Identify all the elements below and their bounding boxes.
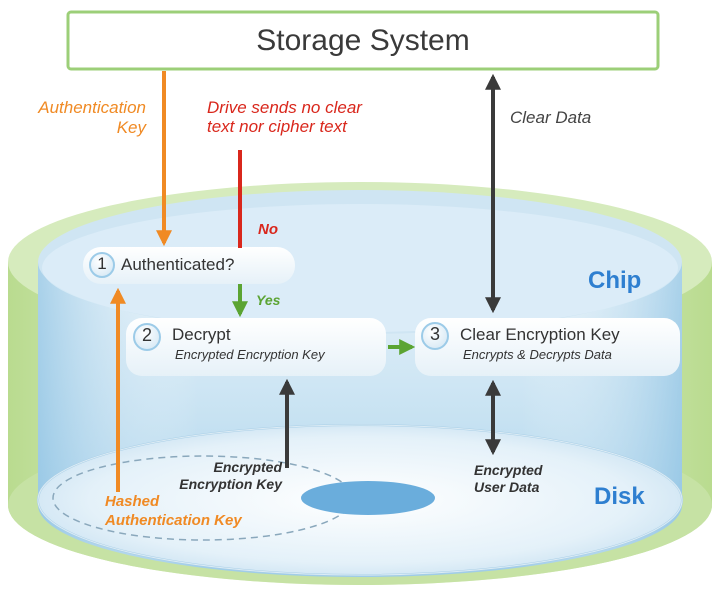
encrypted-user-data-line2: User Data bbox=[474, 479, 540, 495]
storage-system-title: Storage System bbox=[256, 24, 470, 57]
chip-top-inner bbox=[42, 204, 678, 332]
encrypted-user-data-line1: Encrypted bbox=[474, 462, 543, 478]
step1-pill bbox=[83, 247, 295, 284]
step3-number: 3 bbox=[429, 324, 440, 344]
encrypted-encryption-key-line1: Encrypted bbox=[213, 459, 282, 475]
step2-pill bbox=[126, 318, 386, 376]
encrypted-encryption-key-line2: Encryption Key bbox=[179, 476, 282, 492]
step2-number: 2 bbox=[141, 325, 152, 345]
step1-circle bbox=[89, 252, 115, 278]
step3-subtitle: Encrypts & Decrypts Data bbox=[463, 347, 612, 362]
disk-floor-edge bbox=[37, 424, 683, 576]
authentication-key-line1: Authentication bbox=[38, 98, 146, 117]
yes-label: Yes bbox=[256, 292, 281, 308]
authentication-key-line2: Key bbox=[116, 118, 146, 137]
step2-circle bbox=[133, 323, 161, 351]
disk-spindle bbox=[301, 481, 435, 515]
hashed-authentication-key-label: Hashed Authentication Key bbox=[105, 492, 242, 530]
step2-title: Decrypt bbox=[172, 325, 231, 344]
drive-note-label: Drive sends no clear text nor cipher tex… bbox=[207, 98, 362, 136]
hashed-authentication-key-line2: Authentication Key bbox=[105, 512, 242, 529]
drive-note-line2: text nor cipher text bbox=[207, 117, 347, 136]
step3-title: Clear Encryption Key bbox=[460, 325, 620, 344]
disk-label: Disk bbox=[594, 483, 645, 510]
chip-label: Chip bbox=[588, 267, 642, 294]
encrypted-user-data-label: Encrypted User Data bbox=[474, 462, 542, 496]
step1-title: Authenticated? bbox=[121, 255, 235, 274]
step1-number: 1 bbox=[97, 254, 107, 273]
drive-note-line1: Drive sends no clear bbox=[207, 98, 362, 117]
authentication-key-label: Authentication Key bbox=[6, 98, 146, 138]
step3-pill bbox=[415, 318, 680, 376]
encrypted-encryption-key-label: Encrypted Encryption Key bbox=[172, 459, 282, 493]
step3-circle bbox=[421, 322, 449, 350]
step2-subtitle: Encrypted Encryption Key bbox=[175, 347, 325, 362]
storage-system-box bbox=[66, 10, 660, 71]
clear-data-label: Clear Data bbox=[510, 108, 592, 127]
no-label: No bbox=[258, 221, 278, 238]
hashed-authentication-key-line1: Hashed bbox=[105, 493, 160, 510]
